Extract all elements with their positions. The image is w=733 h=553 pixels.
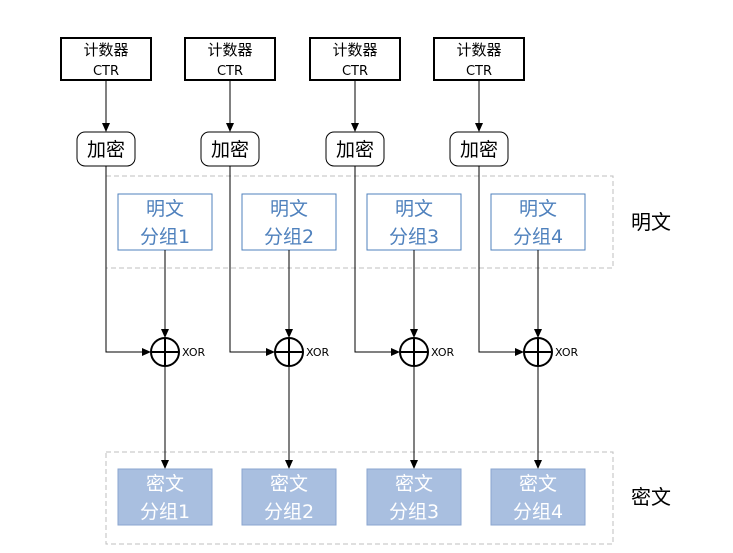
keystream-line-4 — [478, 166, 524, 356]
plaintext-block-line1-1: 明文 — [146, 198, 184, 220]
encrypt-label-3: 加密 — [336, 139, 374, 161]
counter-box-1 — [60, 37, 152, 81]
counter-sub-2: CTR — [217, 64, 243, 79]
ciphertext-block-line1-2: 密文 — [270, 473, 308, 495]
ciphertext-block-1 — [117, 468, 213, 526]
keystream-line-2 — [229, 166, 275, 356]
plaintext-block-line1-3: 明文 — [395, 198, 433, 220]
xor-label-1: XOR — [182, 346, 205, 359]
encrypt-label-4: 加密 — [460, 139, 498, 161]
ciphertext-block-line1-1: 密文 — [146, 473, 184, 495]
keystream-line-3 — [354, 166, 400, 356]
plaintext-block-4 — [490, 193, 586, 251]
plaintext-block-line2-4: 分组4 — [513, 226, 563, 248]
ciphertext-block-line2-4: 分组4 — [513, 501, 563, 523]
counter-sub-4: CTR — [466, 64, 492, 79]
encrypt-label-1: 加密 — [87, 139, 125, 161]
counter-title-2: 计数器 — [207, 41, 252, 59]
plaintext-group-label: 明文 — [631, 210, 671, 234]
keystream-line-1 — [105, 166, 151, 356]
ciphertext-block-line2-2: 分组2 — [264, 501, 314, 523]
counter-title-4: 计数器 — [456, 41, 501, 59]
ciphertext-group-label: 密文 — [631, 485, 671, 509]
ciphertext-block-line1-3: 密文 — [395, 473, 433, 495]
plaintext-block-line1-4: 明文 — [519, 198, 557, 220]
plaintext-block-line2-1: 分组1 — [140, 226, 190, 248]
plaintext-block-line2-2: 分组2 — [264, 226, 314, 248]
plaintext-block-line1-2: 明文 — [270, 198, 308, 220]
xor-label-3: XOR — [431, 346, 454, 359]
plaintext-block-line2-3: 分组3 — [389, 226, 439, 248]
counter-title-3: 计数器 — [332, 41, 377, 59]
ciphertext-block-3 — [366, 468, 462, 526]
ciphertext-block-2 — [241, 468, 337, 526]
encrypt-label-2: 加密 — [211, 139, 249, 161]
xor-label-2: XOR — [306, 346, 329, 359]
counter-box-4 — [433, 37, 525, 81]
counter-box-2 — [184, 37, 276, 81]
counter-title-1: 计数器 — [83, 41, 128, 59]
ciphertext-block-line1-4: 密文 — [519, 473, 557, 495]
plaintext-block-1 — [117, 193, 213, 251]
plaintext-block-3 — [366, 193, 462, 251]
ciphertext-block-line2-1: 分组1 — [140, 501, 190, 523]
ciphertext-block-4 — [490, 468, 586, 526]
counter-sub-1: CTR — [93, 64, 119, 79]
ciphertext-block-line2-3: 分组3 — [389, 501, 439, 523]
counter-sub-3: CTR — [342, 64, 368, 79]
plaintext-block-2 — [241, 193, 337, 251]
xor-label-4: XOR — [555, 346, 578, 359]
ciphertext-group-frame — [105, 451, 614, 545]
